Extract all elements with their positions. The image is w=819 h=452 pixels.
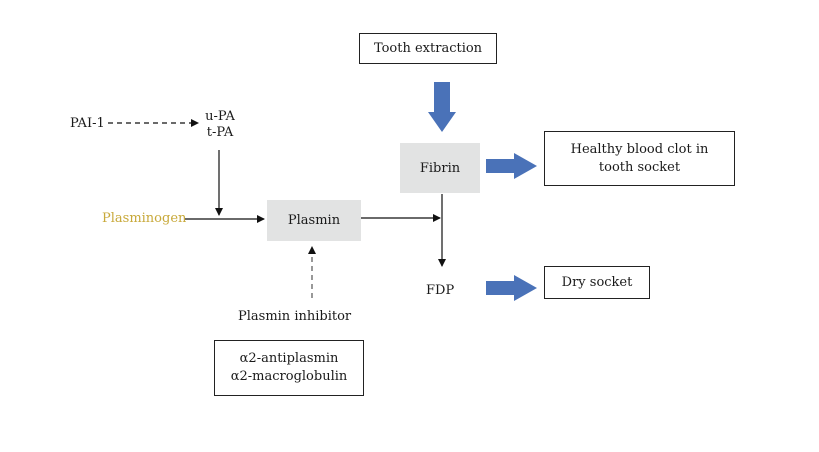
- plasmin-inhibitor-label: Plasmin inhibitor: [238, 309, 352, 324]
- plasmin-label: Plasmin: [287, 213, 341, 228]
- fibrin-box: Fibrin: [400, 143, 480, 193]
- healthy-clot-label-line1: Healthy blood clot in: [570, 141, 709, 157]
- macroglobulin-label: α2-macroglobulin: [230, 369, 348, 384]
- fdp-label: FDP: [426, 283, 455, 298]
- fibrin-to-clot-block-arrow: [486, 153, 537, 179]
- dry-socket-label: Dry socket: [561, 274, 633, 290]
- plasminogen-label: Plasminogen: [102, 211, 187, 226]
- tooth-extraction-box: Tooth extraction: [359, 33, 497, 64]
- upa-label: u-PA: [205, 109, 235, 124]
- healthy-blood-clot-box: Healthy blood clot in tooth socket: [544, 131, 735, 186]
- tooth-extraction-label: Tooth extraction: [373, 40, 483, 56]
- antiplasmin-label: α2-antiplasmin: [239, 351, 339, 366]
- tooth-extraction-block-arrow: [428, 82, 456, 132]
- fibrin-label: Fibrin: [419, 160, 461, 176]
- healthy-clot-label-line2: tooth socket: [598, 159, 681, 175]
- pai1-label: PAI-1: [70, 116, 105, 131]
- dry-socket-box: Dry socket: [544, 266, 650, 299]
- tpa-label: t-PA: [206, 125, 234, 140]
- fdp-to-dry-socket-block-arrow: [486, 275, 537, 301]
- plasmin-box: Plasmin: [267, 200, 361, 241]
- plasmin-inhibitors-box: α2-antiplasmin α2-macroglobulin: [214, 340, 364, 396]
